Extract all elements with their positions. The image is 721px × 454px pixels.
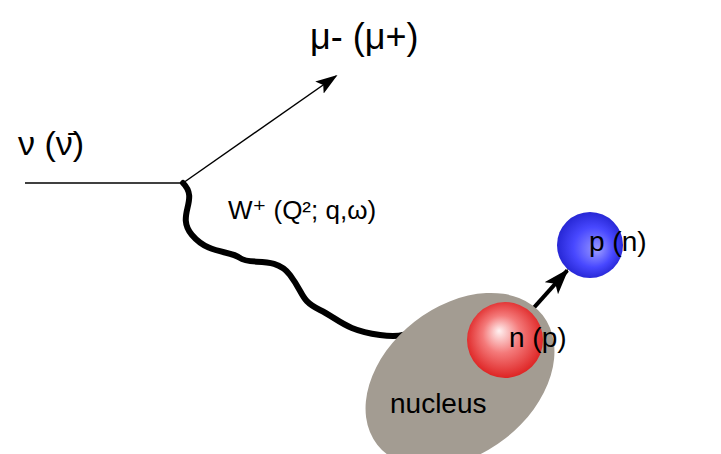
nucleon-label: p (n)	[589, 226, 647, 258]
nucleus-label: nucleus	[390, 388, 487, 420]
nucleon-sphere: p (n)	[555, 210, 670, 280]
nucleus-fill	[332, 257, 589, 454]
boson-label: W⁺ (Q²; q,ω)	[228, 196, 376, 226]
neutrino-label: ν (ν̄)	[18, 124, 84, 163]
nucleus-ellipse: nucleusn (p)	[360, 292, 560, 454]
nucleon-sphere: n (p)	[465, 300, 590, 380]
lepton-label: μ- (μ+)	[310, 16, 418, 57]
muon-line	[183, 76, 336, 183]
scatter-arrow	[530, 270, 567, 311]
neutrino-line	[25, 182, 183, 184]
nucleon-label: n (p)	[509, 322, 567, 354]
